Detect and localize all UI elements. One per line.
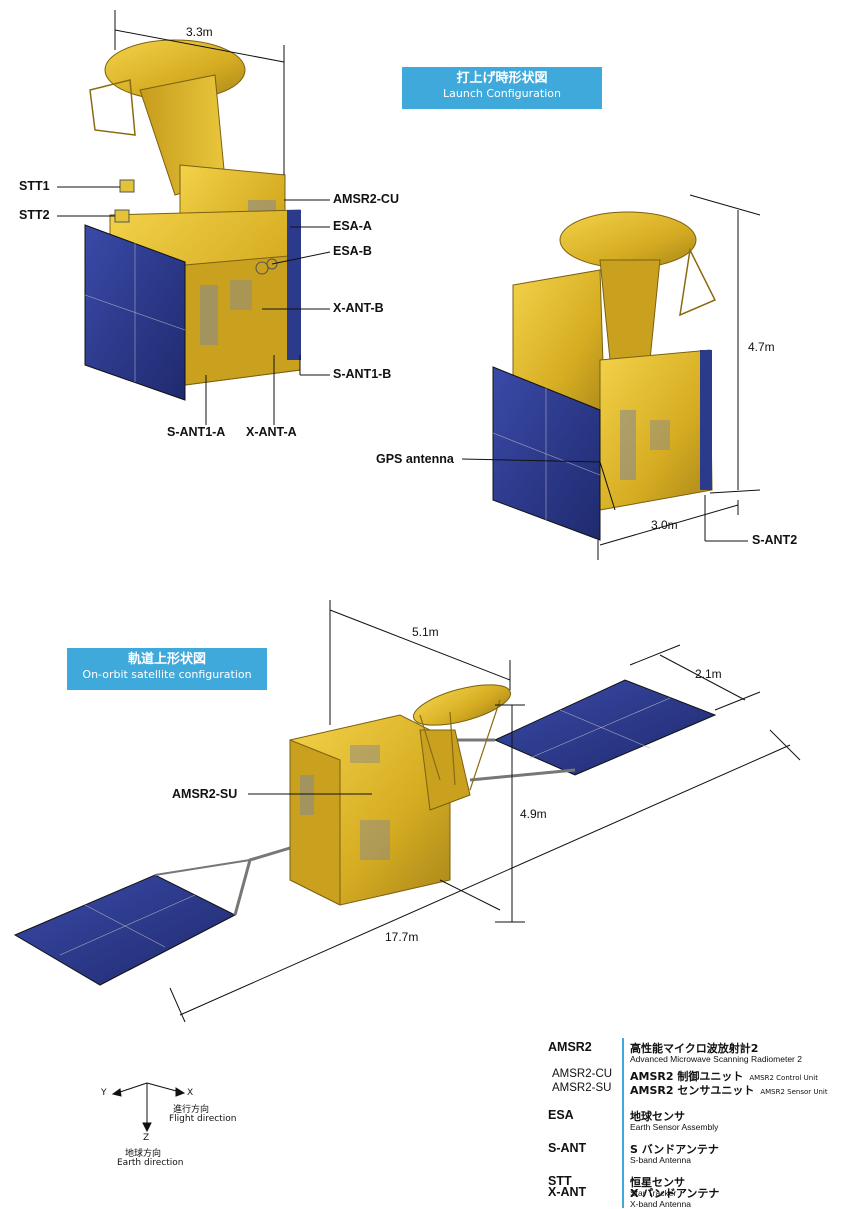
label-s-ant2: S-ANT2 [752,533,798,547]
legend-en: X-band Antenna [630,1199,691,1209]
label-x-ant-b: X-ANT-B [333,301,384,315]
dim-orbit-span: 17.7m [385,930,419,944]
legend-key: S-ANT [548,1141,587,1155]
label-s-ant1-a: S-ANT1-A [167,425,226,439]
legend-jp: X バンドアンテナ [630,1187,720,1200]
dim-launch-height: 4.7m [748,340,775,354]
legend-en-small: AMSR2 Sensor Unit [760,1088,828,1096]
dim-line-launch-width [114,10,285,175]
dim-panel-width: 2.1m [695,667,722,681]
label-stt1: STT1 [19,179,50,193]
dim-launch-width: 3.3m [186,25,213,39]
orbit-title-jp: 軌道上形状図 [127,652,206,667]
dim-line-launch-height [597,194,761,560]
legend-key: AMSR2 [548,1040,592,1054]
legend-key: X-ANT [548,1185,587,1199]
legend-jp: S バンドアンテナ [630,1143,719,1156]
dim-orbit-width: 5.1m [412,625,439,639]
earth-direction-jp: 地球方向 [125,1149,162,1159]
legend-jp: 恒星センサ [630,1176,685,1189]
legend-en: Star Tracker [630,1188,677,1198]
launch-satellite-rear [492,211,717,541]
label-amsr2-cu: AMSR2-CU [333,192,399,206]
launch-title-jp: 打上げ時形状図 [456,71,548,86]
legend-key: ESA [548,1108,574,1122]
legend-en: Earth Sensor Assembly [630,1122,719,1132]
dim-launch-depth: 3.0m [651,518,678,532]
dim-orbit-height: 4.9m [520,807,547,821]
legend-jp: 地球センサ [630,1110,685,1123]
earth-direction-en: Earth direction [117,1158,184,1168]
legend-jp: AMSR2 制御ユニット AMSR2 Control Unit [630,1068,818,1084]
label-amsr2-su: AMSR2-SU [172,787,238,801]
legend-jp-text: AMSR2 制御ユニット [630,1070,744,1083]
label-gps-antenna: GPS antenna [376,452,454,466]
orbit-title-en: On-orbit satellite configuration [82,668,252,681]
axes-indicator: Y X 進行方向 Flight direction Z 地球方向 Earth d… [95,1078,237,1178]
legend-en-small: AMSR2 Control Unit [749,1074,818,1082]
flight-direction-jp: 進行方向 [173,1105,210,1115]
legend-en: S-band Antenna [630,1155,691,1165]
flight-direction-en: Flight direction [169,1114,237,1124]
launch-config-title: 打上げ時形状図 Launch Configuration [402,67,602,109]
launch-satellite-front [84,39,301,401]
legend-jp: AMSR2 センサユニット AMSR2 Sensor Unit [630,1082,828,1098]
label-x-ant-a: X-ANT-A [246,425,297,439]
legend-key: AMSR2-CU [552,1068,613,1080]
axes-arrows [111,1082,186,1133]
legend-divider [622,1038,624,1208]
launch-rear-leader-lines [461,458,748,542]
orbit-satellite [13,679,717,986]
legend-en: Advanced Microwave Scanning Radiometer 2 [630,1054,802,1064]
launch-leader-lines [57,186,331,425]
label-esa-b: ESA-B [333,244,372,258]
label-s-ant1-b: S-ANT1-B [333,367,392,381]
axis-y-label: Y [101,1088,107,1098]
legend-key: AMSR2-SU [552,1082,612,1094]
orbit-config-title: 軌道上形状図 On-orbit satellite configuration [67,648,267,690]
legend-jp-text: AMSR2 センサユニット [630,1084,755,1097]
launch-title-en: Launch Configuration [443,87,561,100]
legend-jp: 高性能マイクロ波放射計2 [630,1042,759,1055]
label-stt2: STT2 [19,208,50,222]
label-esa-a: ESA-A [333,219,372,233]
legend-key: STT [548,1174,572,1188]
orbit-dimension-lines [169,600,801,1023]
axis-z-label: Z [143,1133,150,1143]
axis-x-label: X [187,1088,194,1098]
